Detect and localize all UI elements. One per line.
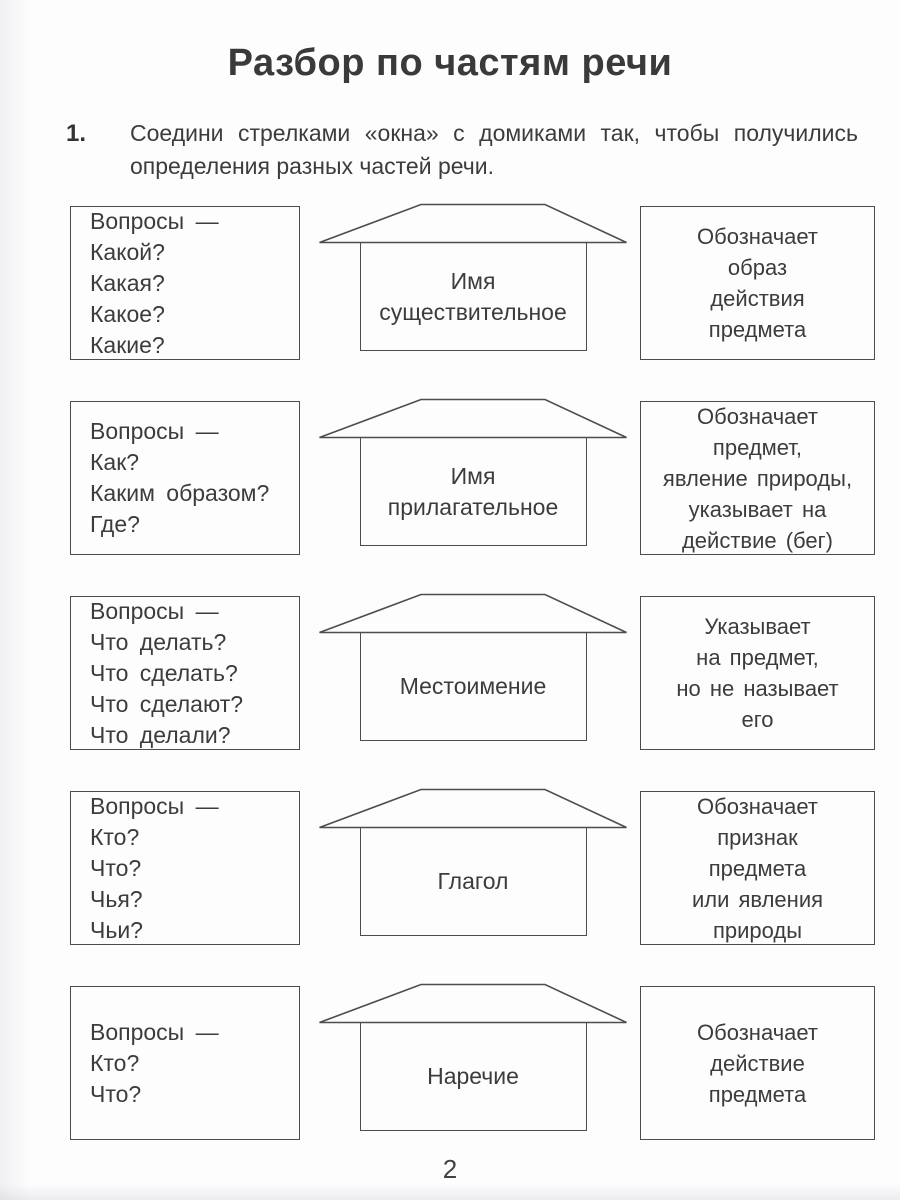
matching-row-5: Вопросы — Кто? Что? Наречие Обозначает д…	[70, 983, 900, 1140]
questions-text-4: Вопросы — Кто? Что? Чья? Чьи?	[90, 792, 219, 943]
questions-box-5[interactable]: Вопросы — Кто? Что?	[70, 986, 300, 1140]
house-roof-icon	[319, 203, 627, 244]
definition-text-1: Обозначает образ действия предмета	[697, 224, 818, 342]
definition-box-3[interactable]: Указывает на предмет, но не называет его	[640, 596, 875, 750]
house-label-verb: Глагол	[437, 868, 509, 894]
house-roof-icon	[319, 788, 627, 829]
house-body: Местоимение	[359, 632, 587, 741]
house-roof-icon	[319, 593, 627, 634]
house-body: Имя существительное	[359, 242, 587, 351]
definition-text-3: Указывает на предмет, но не называет его	[676, 614, 839, 732]
matching-exercise: Вопросы — Какой? Какая? Какое? Какие? Им…	[70, 203, 900, 1140]
task-1: 1. Соедини стрелками «окна» с домиками т…	[66, 117, 858, 183]
task-number: 1.	[66, 120, 87, 147]
house-label-noun: Имя существительное	[379, 267, 567, 325]
matching-row-1: Вопросы — Какой? Какая? Какое? Какие? Им…	[70, 203, 900, 360]
definition-box-1[interactable]: Обозначает образ действия предмета	[640, 206, 875, 360]
questions-text-1: Вопросы — Какой? Какая? Какое? Какие?	[90, 207, 219, 358]
house-label-adverb: Наречие	[427, 1063, 519, 1089]
questions-box-4[interactable]: Вопросы — Кто? Что? Чья? Чьи?	[70, 791, 300, 945]
house-verb[interactable]: Глагол	[318, 787, 628, 936]
definition-text-2: Обозначает предмет, явление природы, ука…	[662, 403, 853, 553]
matching-row-4: Вопросы — Кто? Что? Чья? Чьи? Глагол Обо…	[70, 788, 900, 945]
definition-box-4[interactable]: Обозначает признак предмета или явления …	[640, 791, 875, 945]
house-body: Глагол	[359, 827, 587, 936]
questions-text-5: Вопросы — Кто? Что?	[90, 1018, 219, 1107]
matching-row-3: Вопросы — Что делать? Что сделать? Что с…	[70, 593, 900, 750]
house-body: Наречие	[359, 1022, 587, 1131]
questions-box-2[interactable]: Вопросы — Как? Каким образом? Где?	[70, 401, 300, 555]
page-title: Разбор по частям речи	[227, 42, 673, 84]
definition-box-5[interactable]: Обозначает действие предмета	[640, 986, 875, 1140]
house-label-pronoun: Местоимение	[399, 673, 547, 699]
house-adjective[interactable]: Имя прилагательное	[318, 397, 628, 546]
house-roof-icon	[319, 983, 627, 1024]
matching-row-2: Вопросы — Как? Каким образом? Где? Имя п…	[70, 398, 900, 555]
house-body: Имя прилагательное	[359, 437, 587, 546]
questions-box-3[interactable]: Вопросы — Что делать? Что сделать? Что с…	[70, 596, 300, 750]
page-number: 2	[442, 1154, 458, 1184]
house-adverb[interactable]: Наречие	[318, 982, 628, 1131]
house-label-adjective: Имя прилагательное	[387, 462, 559, 520]
house-pronoun[interactable]: Местоимение	[318, 592, 628, 741]
task-instructions: Соедини стрелками «окна» с домиками так,…	[130, 120, 858, 179]
questions-text-2: Вопросы — Как? Каким образом? Где?	[90, 418, 270, 537]
questions-text-3: Вопросы — Что делать? Что сделать? Что с…	[90, 597, 244, 748]
definition-text-5: Обозначает действие предмета	[697, 1019, 818, 1107]
questions-box-1[interactable]: Вопросы — Какой? Какая? Какое? Какие?	[70, 206, 300, 360]
house-roof-icon	[319, 398, 627, 439]
definition-text-4: Обозначает признак предмета или явления …	[691, 793, 824, 943]
definition-box-2[interactable]: Обозначает предмет, явление природы, ука…	[640, 401, 875, 555]
house-noun[interactable]: Имя существительное	[318, 202, 628, 351]
